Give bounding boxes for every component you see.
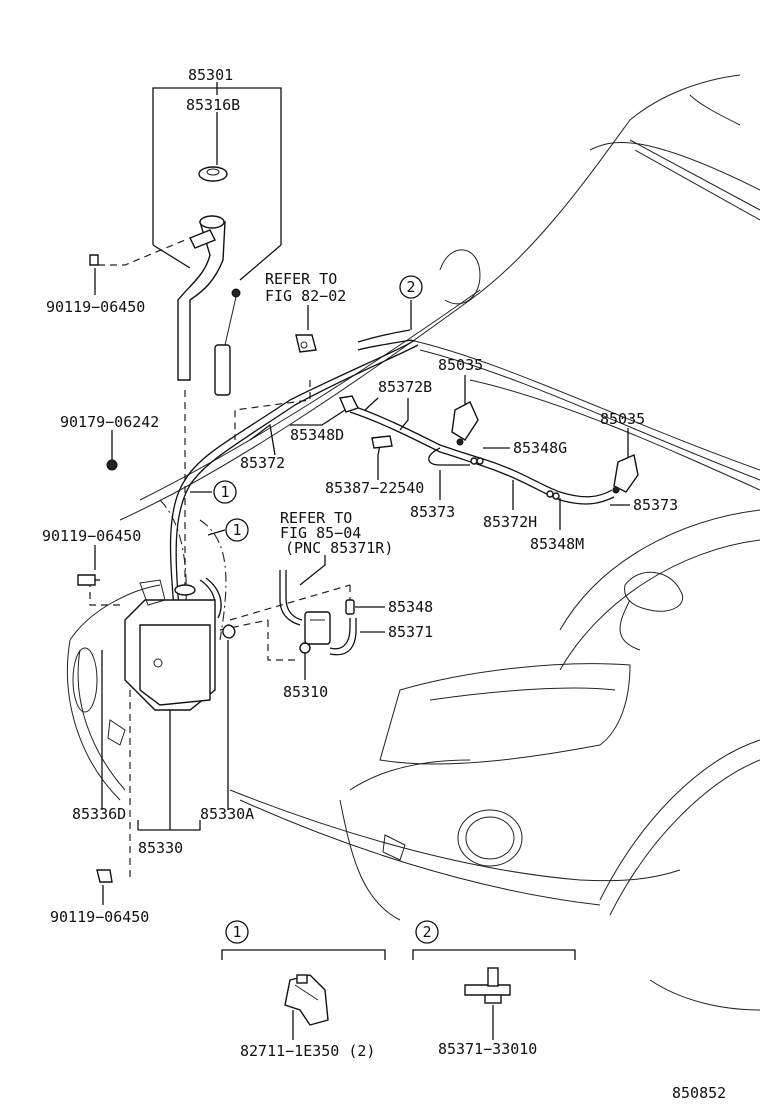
label-85348g: 85348G	[513, 439, 567, 457]
label-85316b: 85316B	[186, 96, 240, 114]
figure-number: 850852	[672, 1084, 726, 1102]
label-90119-upper: 90119−06450	[46, 298, 145, 316]
label-85371-33010: 85371−33010	[438, 1040, 537, 1058]
label-refer-85-04-line2: FIG 85−04	[280, 524, 361, 542]
level-sensor[interactable]	[214, 288, 241, 396]
label-85348: 85348	[388, 598, 433, 616]
clip-85371-33010[interactable]	[464, 967, 511, 1004]
bolt-90119-upper[interactable]	[89, 254, 99, 266]
callout-two-top: 2	[399, 275, 423, 299]
nozzle-85035-right[interactable]	[612, 454, 639, 494]
bolt-90119-lower[interactable]	[96, 869, 113, 883]
clip-82-02[interactable]	[295, 334, 317, 353]
svg-text:2: 2	[406, 278, 415, 296]
label-85387: 85387−22540	[325, 479, 424, 497]
label-85035-left: 85035	[438, 356, 483, 374]
label-refer-82-02-line2: FIG 82−02	[265, 287, 346, 305]
label-85336d: 85336D	[72, 805, 126, 823]
svg-text:1: 1	[232, 521, 241, 539]
label-85372b: 85372B	[378, 378, 432, 396]
label-90179: 90179−06242	[60, 413, 159, 431]
parts	[77, 166, 639, 1026]
callout-one-inset: 1	[225, 920, 249, 944]
label-85372h: 85372H	[483, 513, 537, 531]
label-85035-right: 85035	[600, 410, 645, 428]
callout-two-inset: 2	[415, 920, 439, 944]
pump-85310[interactable]	[299, 611, 331, 654]
label-85373-left: 85373	[410, 503, 455, 521]
label-90119-middle: 90119−06450	[42, 527, 141, 545]
label-refer-82-02-line1: REFER TO	[265, 270, 337, 288]
nozzle-85035-left[interactable]	[451, 401, 479, 446]
leader-lines	[89, 82, 630, 1040]
part-labels: 85301 85316B 90119−06450 REFER TO FIG 82…	[42, 66, 726, 1102]
callout-one-lower: 1	[225, 518, 249, 542]
label-90119-lower: 90119−06450	[50, 908, 149, 926]
callout-one-upper: 1	[213, 480, 237, 504]
svg-text:2: 2	[422, 923, 431, 941]
label-refer-85-04-line3: (PNC 85371R)	[285, 539, 393, 557]
svg-text:1: 1	[232, 923, 241, 941]
bolt-90119-middle[interactable]	[77, 574, 100, 586]
joint-85348m[interactable]	[546, 490, 560, 500]
connector-85348d[interactable]	[339, 395, 359, 413]
label-85301: 85301	[188, 66, 233, 84]
label-85348d: 85348D	[290, 426, 344, 444]
washer-hoses	[169, 329, 615, 656]
vehicle-outline	[67, 74, 760, 1011]
clip-82711[interactable]	[284, 974, 329, 1026]
label-85348m: 85348M	[530, 535, 584, 553]
washer-tank-85330[interactable]	[124, 579, 236, 711]
clamp-85387[interactable]	[371, 435, 393, 449]
joint-85348g[interactable]	[470, 457, 484, 465]
filler-neck[interactable]	[177, 215, 226, 381]
label-85373-right: 85373	[633, 496, 678, 514]
label-85310: 85310	[283, 683, 328, 701]
grommet-85348[interactable]	[345, 599, 355, 615]
label-85330a: 85330A	[200, 805, 254, 823]
label-82711: 82711−1E350 (2)	[240, 1042, 375, 1060]
label-85372: 85372	[240, 454, 285, 472]
label-85330: 85330	[138, 839, 183, 857]
nut-90179[interactable]	[106, 459, 118, 471]
label-85371: 85371	[388, 623, 433, 641]
label-refer-85-04-line1: REFER TO	[280, 509, 352, 527]
svg-text:1: 1	[220, 483, 229, 501]
callouts: 2 1 1 1 2	[213, 275, 439, 944]
cap-85316b[interactable]	[198, 166, 228, 182]
